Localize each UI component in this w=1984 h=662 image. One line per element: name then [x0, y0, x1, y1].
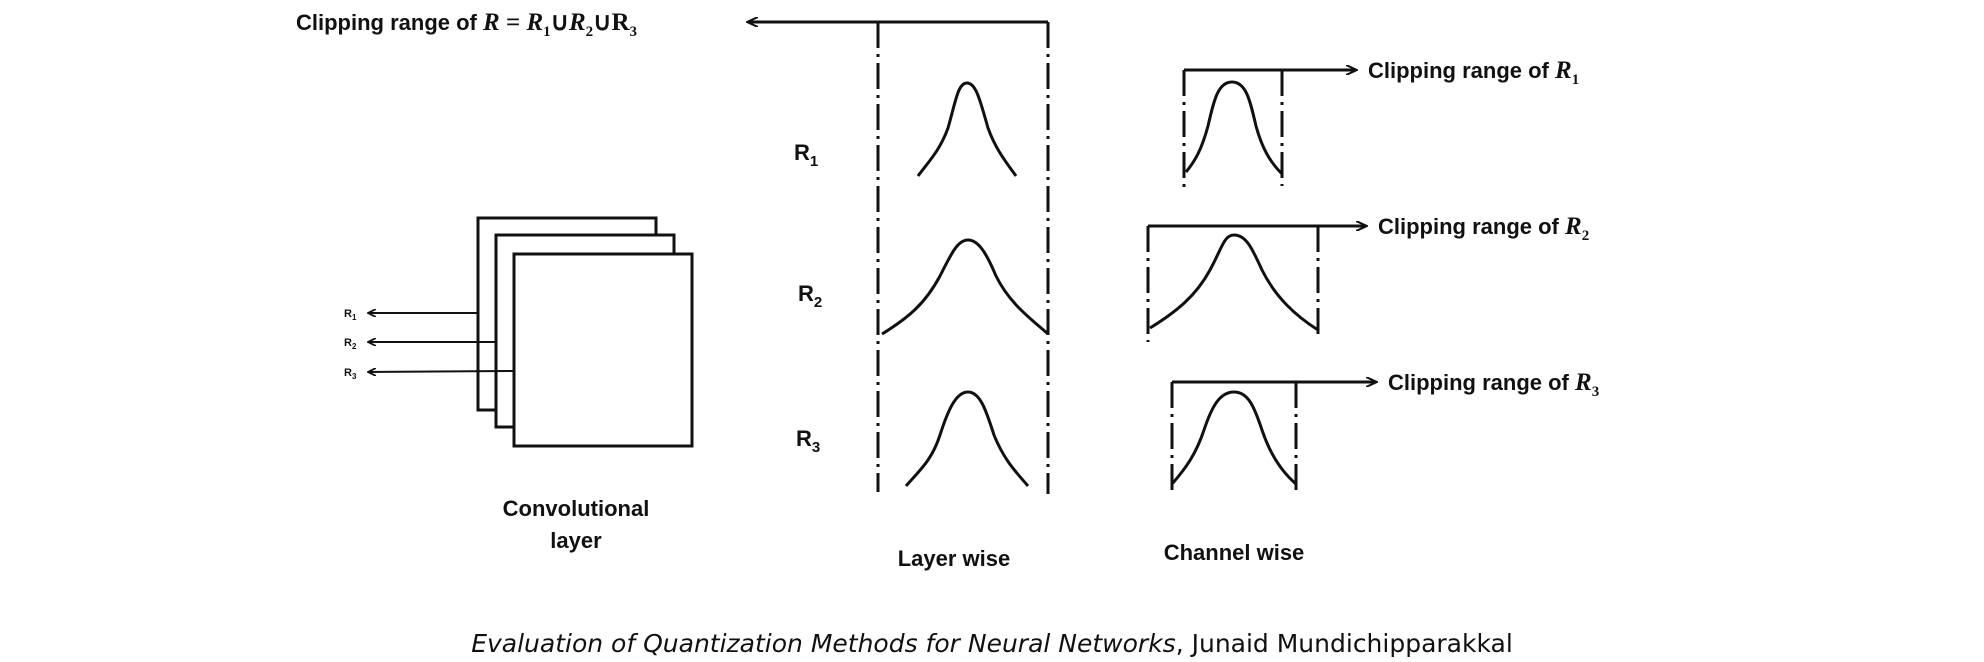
conv-layer-label-line2: layer [550, 528, 602, 553]
layer-wise-bounds [876, 22, 1050, 494]
top-clipping-range-label: Clipping range of R = R1∪R2∪R3 [296, 9, 637, 40]
channel-range-label-r3: Clipping range of R3 [1388, 369, 1599, 400]
channel-wise-title: Channel wise [1164, 540, 1305, 565]
layer-wise-title: Layer wise [898, 546, 1011, 571]
channel-range-label-r2: Clipping range of R2 [1378, 213, 1589, 244]
figure-caption: Evaluation of Quantization Methods for N… [471, 629, 1513, 658]
conv-output-label-r2: R2 [344, 337, 357, 351]
channel-bracket-r3 [1170, 382, 1376, 496]
channel-distribution-r1 [1184, 80, 1284, 176]
channel-bracket-r1 [1182, 70, 1356, 188]
channel-range-label-r1: Clipping range of R1 [1368, 57, 1579, 88]
layer-row-label-r2: R2 [798, 281, 822, 311]
channel-bracket-r2 [1146, 226, 1366, 342]
layer-distribution-r1 [916, 81, 1018, 177]
channel-distribution-r3 [1170, 390, 1297, 486]
feature-map-3 [512, 252, 694, 448]
layer-distribution-r3 [904, 390, 1030, 487]
channel-distribution-r2 [1149, 233, 1319, 332]
layer-row-label-r3: R3 [796, 426, 820, 456]
conv-output-label-r1: R1 [344, 308, 357, 322]
layer-wise-range-arrow [748, 22, 1050, 42]
conv-output-arrows [368, 313, 515, 372]
conv-layer-label-line1: Convolutional [503, 496, 650, 521]
convolutional-layer-stack [476, 216, 694, 448]
layer-distribution-r2 [881, 238, 1049, 336]
layer-row-label-r1: R1 [794, 140, 818, 170]
conv-output-label-r3: R3 [344, 367, 357, 381]
